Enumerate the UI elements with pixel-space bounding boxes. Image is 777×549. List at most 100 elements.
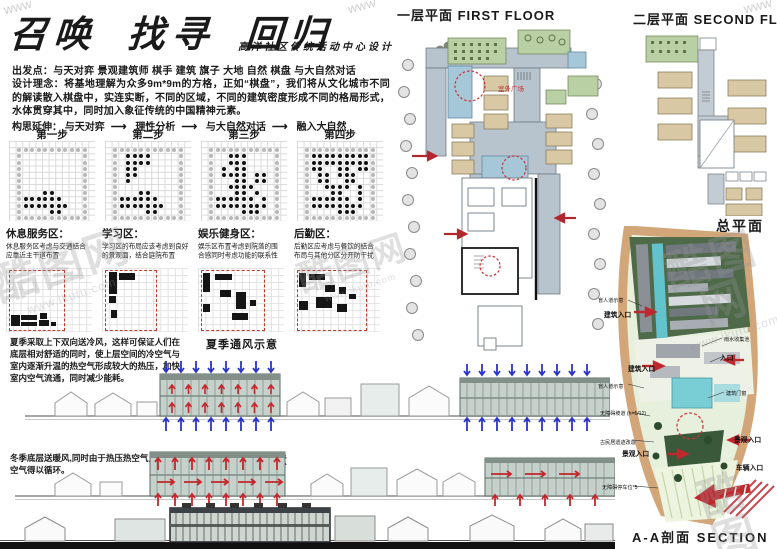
zone-rest-service: 休息服务区： 休息服务区考虑与交通结合 应靠近主干道布置 xyxy=(4,226,100,332)
grid-dot xyxy=(16,215,21,220)
zone-block xyxy=(38,320,49,327)
zone-block xyxy=(324,284,336,293)
grid-dot xyxy=(139,148,144,153)
grid-dot xyxy=(324,185,329,190)
grid-dot xyxy=(371,179,376,183)
zone-block xyxy=(203,303,211,312)
grid-dot xyxy=(275,203,280,208)
grid-dot xyxy=(146,148,150,153)
grid-dot xyxy=(16,191,21,196)
grid-dot xyxy=(112,148,117,153)
grid-dot xyxy=(179,185,184,190)
tan-rooms xyxy=(451,75,573,175)
grid-dot xyxy=(364,154,369,159)
grid-dot xyxy=(261,148,266,153)
plan-body xyxy=(645,35,767,216)
grid-dot xyxy=(112,154,117,159)
grid-dot xyxy=(83,203,88,208)
grid-dot xyxy=(83,160,88,165)
grid-dot xyxy=(371,209,376,214)
grid-dot xyxy=(242,209,246,214)
grid-dot xyxy=(324,179,329,183)
grid-dot xyxy=(235,179,240,183)
glazed-building-b xyxy=(484,457,615,497)
grid-dot xyxy=(235,172,240,177)
zone-boundary xyxy=(9,269,65,332)
grid-dot xyxy=(56,197,61,202)
grid-dot xyxy=(16,148,21,153)
grid-dot xyxy=(371,160,376,165)
grid-dot xyxy=(172,148,177,153)
grid-dot xyxy=(371,166,376,171)
grid-dot xyxy=(36,197,41,202)
grid-dot xyxy=(275,209,280,214)
grid-dot xyxy=(235,154,240,159)
zone-boundary xyxy=(105,269,158,332)
grid-dot xyxy=(63,215,68,220)
grid-dot xyxy=(364,160,369,165)
grid-dot xyxy=(30,197,35,202)
room-tables xyxy=(454,34,566,60)
zone-title: 后勤区： xyxy=(294,228,336,240)
grid-dot xyxy=(43,191,48,196)
zone-block xyxy=(21,315,37,320)
grid-dot xyxy=(112,215,117,220)
grid-dot xyxy=(112,179,117,183)
grid-dot xyxy=(179,179,184,183)
grid-dot xyxy=(371,185,376,190)
extension-step: 理性分析 xyxy=(135,122,176,133)
zone-block xyxy=(316,297,332,308)
grid-dot xyxy=(351,154,356,159)
grid-dot xyxy=(139,197,144,202)
site-plan-label: 景观入口 xyxy=(734,435,762,444)
grid-dot xyxy=(112,203,117,208)
grid-dot xyxy=(255,209,260,214)
summer-ventilation-section xyxy=(25,361,610,431)
grid-dot xyxy=(351,148,356,153)
first-floor-plan: 室外广场 xyxy=(398,29,606,351)
grid-dot xyxy=(248,197,253,202)
grid-dot xyxy=(357,215,362,220)
grid-dot xyxy=(16,166,21,171)
zone-diagram xyxy=(102,268,188,332)
go-board-grid xyxy=(201,141,287,221)
site-plan-title: 总平面 xyxy=(716,218,764,234)
glazed-building-a xyxy=(149,451,286,497)
grid-dot xyxy=(165,215,170,220)
zone-block xyxy=(21,321,37,327)
grid-dot xyxy=(228,197,233,202)
grid-dot xyxy=(165,148,170,153)
zone-logistics: 后勤区： 后勤区应考虑与餐饮的结合 布局与其他分区分开防干扰 xyxy=(292,226,388,332)
zone-block xyxy=(220,289,231,298)
zone-block xyxy=(40,312,48,319)
grid-dot xyxy=(208,191,213,196)
grid-dot xyxy=(311,203,316,208)
grid-dot xyxy=(242,166,246,171)
grid-dot xyxy=(126,148,131,153)
site-plan-label: 无障碍坡道 (h=1/12) xyxy=(600,411,647,417)
grid-dot xyxy=(146,191,150,196)
grid-dot xyxy=(242,179,246,183)
grid-dot xyxy=(126,172,131,177)
tan-rooms xyxy=(657,71,767,216)
grid-dot xyxy=(228,203,233,208)
warm-air-arrows-bottom xyxy=(491,493,599,506)
grid-dot xyxy=(331,215,336,220)
grid-dot xyxy=(235,185,240,190)
grid-dot xyxy=(208,215,213,220)
zone-title: 学习区： xyxy=(102,228,144,240)
grid-dot xyxy=(30,148,35,153)
grid-dot xyxy=(228,185,233,190)
entrance-arrows xyxy=(412,150,576,240)
go-board-steps-row: 第一步 第二步 第三步 第四步 xyxy=(4,127,390,223)
grid-dot xyxy=(344,203,349,208)
stairs xyxy=(474,72,531,269)
go-board-grid xyxy=(9,141,95,221)
green-rooms xyxy=(447,29,599,105)
grid-dot xyxy=(152,215,157,220)
grid-dot xyxy=(364,148,369,153)
grid-dot xyxy=(159,215,164,220)
glazed-building-b xyxy=(459,377,610,417)
grid-dot xyxy=(344,209,349,214)
grid-dot xyxy=(344,179,349,183)
